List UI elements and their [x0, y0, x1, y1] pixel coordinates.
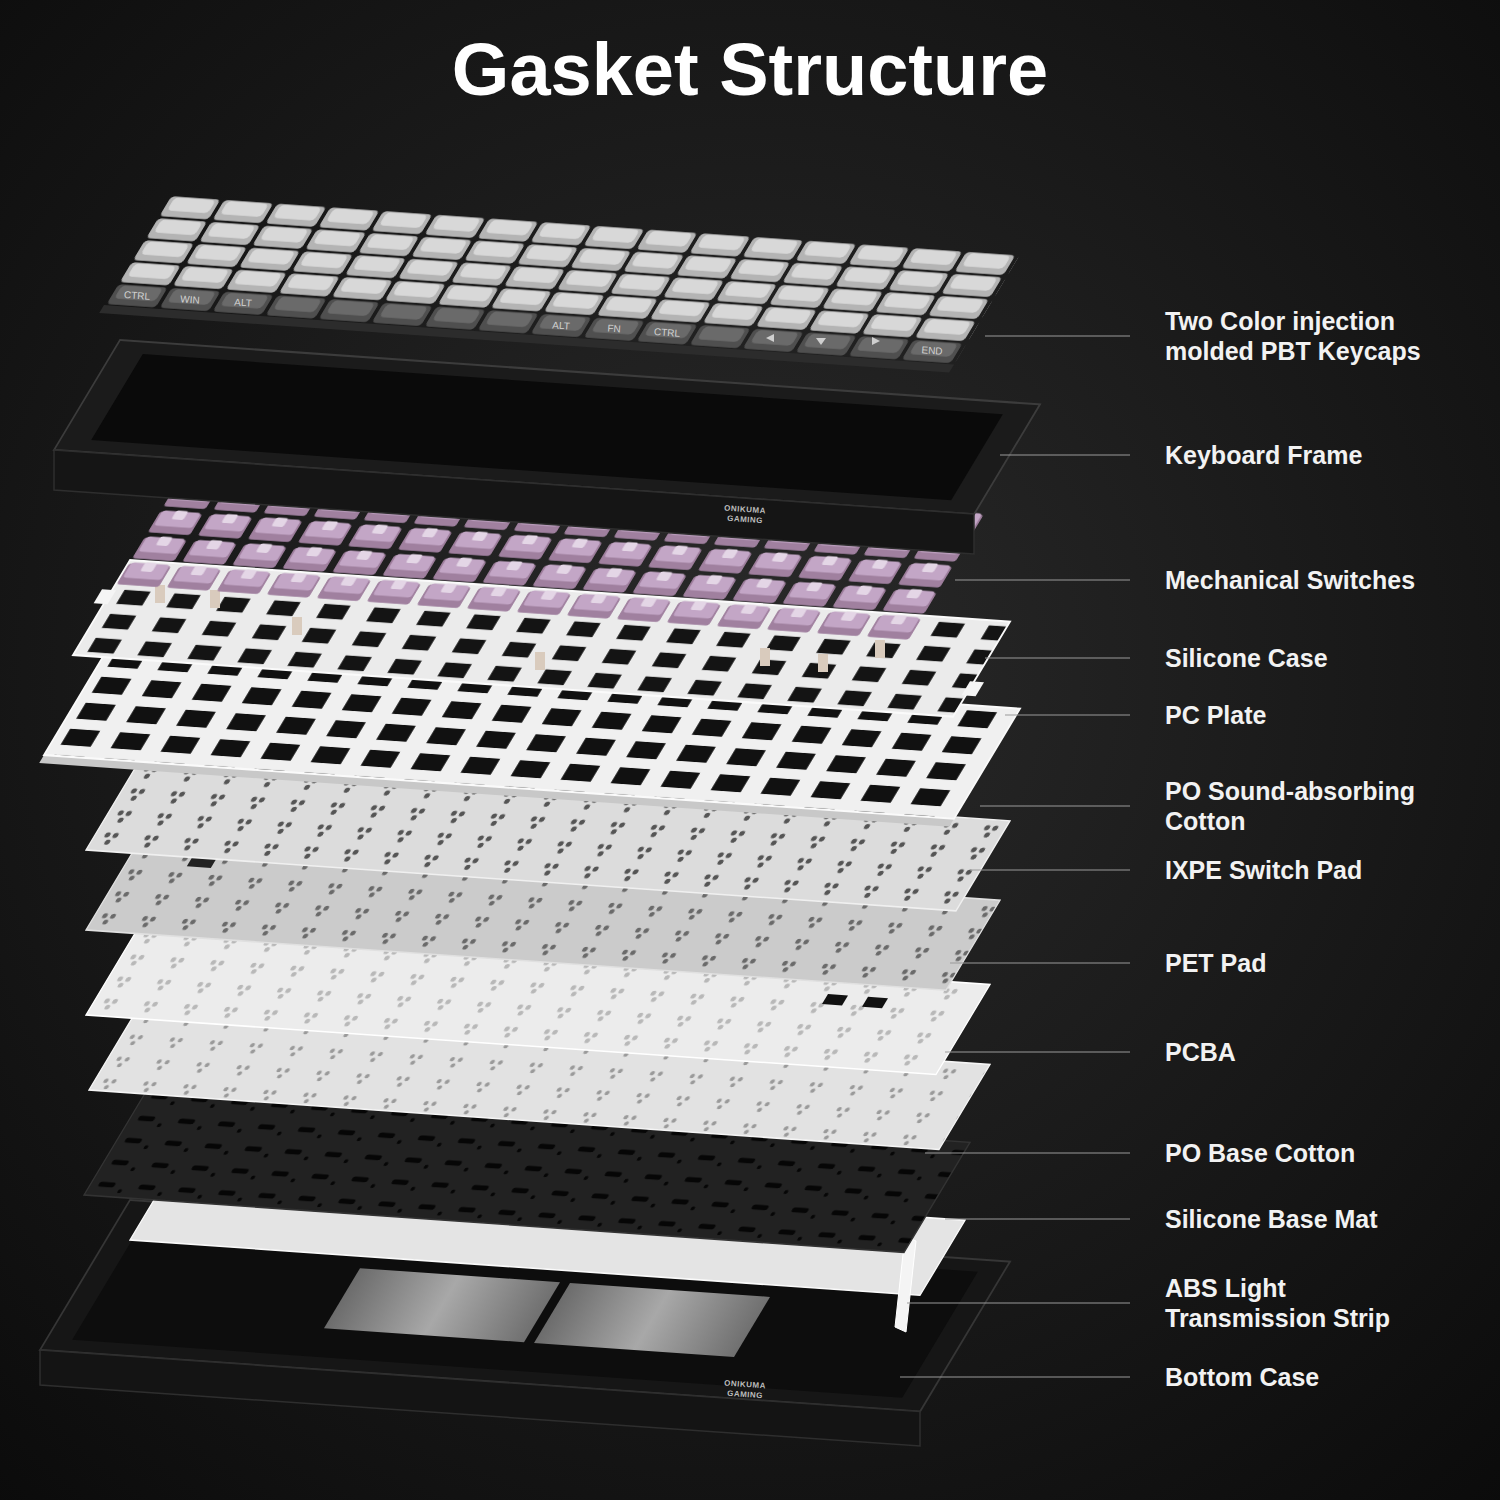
leader-line: [985, 335, 1130, 336]
part-name: PCBA: [1165, 1037, 1485, 1068]
arrow-key-symbols: [766, 334, 880, 345]
leader-line: [1000, 454, 1130, 455]
part-name: ABS Light Transmission Strip: [1165, 1273, 1445, 1334]
part-name: Mechanical Switches: [1165, 565, 1485, 596]
frame-front-face: [54, 450, 974, 554]
keycap-legend: FN: [607, 324, 621, 335]
part-name: Silicone Base Mat: [1165, 1204, 1485, 1235]
stabilizer: [210, 590, 220, 608]
leader-line: [907, 1302, 1130, 1303]
stabilizer: [535, 652, 545, 670]
leader-line: [925, 1152, 1130, 1153]
stabilizer: [292, 617, 302, 635]
leader-line: [945, 1218, 1130, 1219]
cutout: [822, 994, 848, 1005]
leader-line: [1005, 714, 1130, 715]
leader-line: [955, 579, 1130, 580]
keycaps: [99, 195, 1020, 373]
keycap-legend: ALT: [234, 297, 252, 308]
part-name: PET Pad: [1165, 948, 1485, 979]
leader-line: [980, 805, 1130, 806]
arrow-symbol: [766, 334, 774, 342]
gasket-tab: [962, 681, 984, 696]
leader-lines: [900, 336, 1130, 1377]
cutout: [862, 997, 888, 1008]
leader-line: [970, 869, 1130, 870]
part-name: PO Sound-absorbing Cotton: [1165, 776, 1465, 837]
leader-line: [985, 657, 1130, 658]
leader-line: [945, 1051, 1130, 1052]
keycap-legend: CTRL: [654, 327, 681, 339]
arrow-symbol: [816, 338, 826, 345]
part-name: PO Base Cotton: [1165, 1138, 1485, 1169]
battery: [324, 1268, 560, 1342]
leader-line: [900, 1376, 1130, 1377]
keycap-legend: END: [921, 345, 943, 356]
part-name: IXPE Switch Pad: [1165, 855, 1485, 886]
part-name: Two Color injection molded PBT Keycaps: [1165, 306, 1465, 367]
case-front-face: [40, 1350, 920, 1446]
part-name: Bottom Case: [1165, 1362, 1485, 1393]
keycap-legend: WIN: [180, 294, 200, 305]
part-name: Keyboard Frame: [1165, 440, 1485, 471]
stabilizer: [760, 648, 770, 666]
part-name: PC Plate: [1165, 700, 1485, 731]
keycap-legend: CTRL: [124, 290, 151, 302]
keycap-legend: ALT: [552, 320, 570, 331]
stabilizer: [875, 640, 885, 658]
keycap-front-row: [104, 283, 967, 365]
part-name: Silicone Case: [1165, 643, 1485, 674]
stabilizer: [818, 654, 828, 672]
arrow-symbol: [872, 337, 880, 345]
diagram-title: Gasket Structure: [0, 33, 1500, 107]
gasket-tab: [94, 589, 116, 604]
battery: [534, 1283, 770, 1357]
leader-line: [950, 962, 1130, 963]
